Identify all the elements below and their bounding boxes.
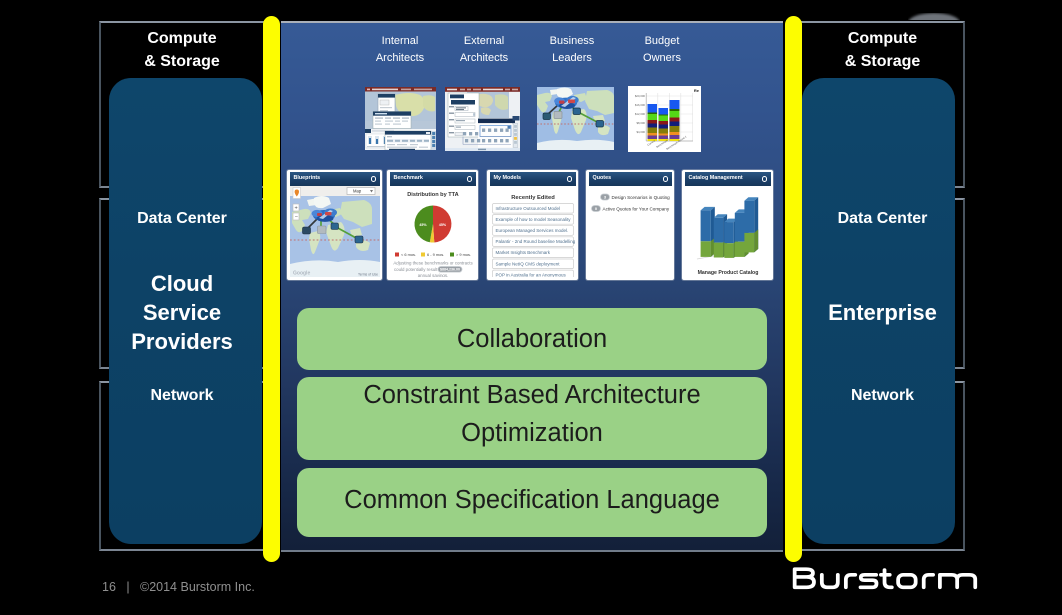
svg-text:Example of how to model Season: Example of how to model Seasonality xyxy=(495,216,571,221)
svg-text:$16,000: $16,000 xyxy=(635,103,646,107)
svg-text:< 6 mos.: < 6 mos. xyxy=(401,252,416,257)
svg-text:Market Insights Benchmark: Market Insights Benchmark xyxy=(495,250,550,255)
svg-text:Active Quotes for Your Company: Active Quotes for Your Company xyxy=(602,206,669,211)
svg-text:annual savings.: annual savings. xyxy=(417,273,448,277)
svg-text:Google: Google xyxy=(293,270,310,276)
svg-text:6 - 9 mos.: 6 - 9 mos. xyxy=(427,252,444,257)
svg-text:POP in Australia for an Anonym: POP in Australia for an Anonymous xyxy=(495,272,566,277)
svg-text:3: 3 xyxy=(603,194,606,199)
svg-text:Adjusting these benchmarks or: Adjusting these benchmarks or contracts xyxy=(393,260,473,265)
svg-text:45%: 45% xyxy=(419,223,427,227)
svg-text:−: − xyxy=(294,214,297,220)
svg-text:Terms of Use: Terms of Use xyxy=(358,272,378,276)
svg-text:Benchmark 1: Benchmark 1 xyxy=(655,137,670,149)
svg-text:Current: Current xyxy=(646,139,656,147)
svg-text:Re: Re xyxy=(694,88,700,93)
svg-text:> 9 mos.: > 9 mos. xyxy=(456,252,471,257)
svg-text:Map: Map xyxy=(353,188,362,193)
svg-text:$884,236.00: $884,236.00 xyxy=(440,267,460,271)
svg-text:Design Scenarios in Quoting: Design Scenarios in Quoting xyxy=(611,194,670,199)
svg-text:Sample NetIQ CMS deployment: Sample NetIQ CMS deployment xyxy=(495,261,560,266)
svg-text:0: 0 xyxy=(594,206,597,211)
svg-text:$4,000: $4,000 xyxy=(636,130,645,134)
svg-text:Infrastructure Outsourced Mode: Infrastructure Outsourced Model xyxy=(495,205,560,210)
svg-text:European Managed Services mode: European Managed Services model. xyxy=(495,228,568,233)
svg-text:45%: 45% xyxy=(438,223,446,227)
svg-text:Manage Product Catalog: Manage Product Catalog xyxy=(697,270,758,276)
svg-text:$8,000: $8,000 xyxy=(636,121,645,125)
svg-text:$20,000: $20,000 xyxy=(635,94,646,98)
svg-text:Palantir - 2nd Round baseline: Palantir - 2nd Round baseline Modelling xyxy=(495,239,575,244)
svg-text:could potentially result in: could potentially result in xyxy=(393,267,442,272)
svg-text:+: + xyxy=(294,205,297,211)
svg-text:Distribution by TTA: Distribution by TTA xyxy=(407,192,458,198)
svg-text:$12,000: $12,000 xyxy=(635,112,646,116)
svg-text:Recently Edited: Recently Edited xyxy=(511,195,555,201)
